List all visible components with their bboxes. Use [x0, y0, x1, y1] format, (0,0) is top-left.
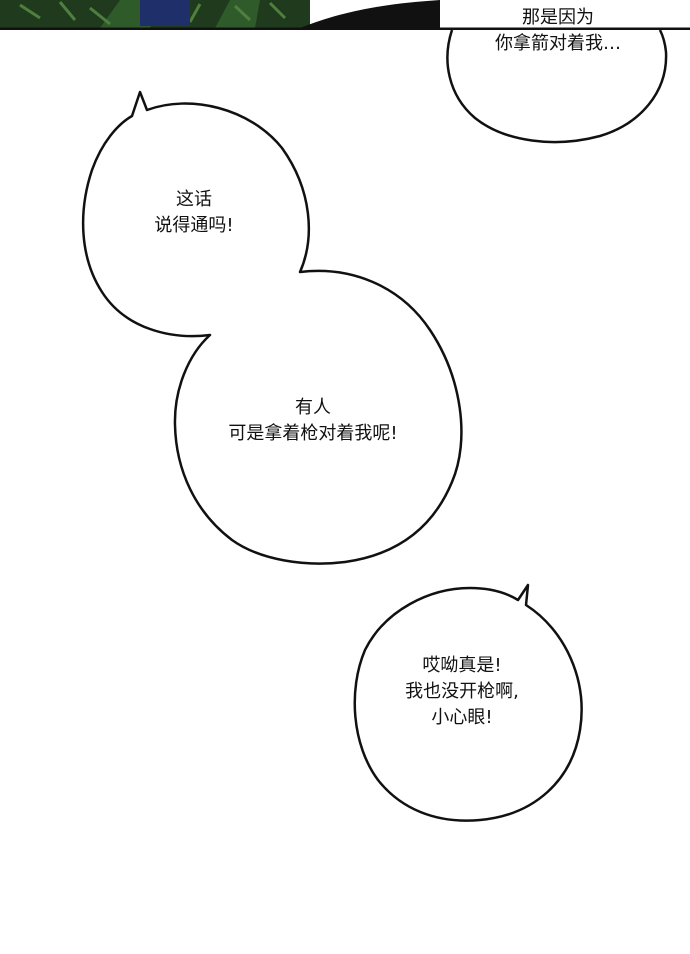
bubble-line: 哎呦真是!: [422, 655, 502, 676]
bubble-line: 你拿箭对着我…: [495, 33, 621, 54]
bubble-line: 小心眼!: [431, 707, 493, 728]
dark-figure-shape: [300, 0, 440, 28]
bubble-text-lower-right: 哎呦真是! 我也没开枪啊, 小心眼!: [405, 653, 519, 731]
previous-panel-strip: [0, 0, 690, 30]
bubble-text-middle: 有人 可是拿着枪对着我呢!: [228, 395, 397, 447]
bubble-lower-right: [353, 583, 583, 822]
bubble-line: 我也没开枪啊,: [405, 681, 519, 702]
blue-cloth: [140, 0, 190, 26]
bubble-text-top-right: 那是因为 你拿箭对着我…: [495, 5, 621, 57]
bubble-line: 这话: [176, 189, 212, 210]
bubble-line: 有人: [295, 397, 331, 418]
bubble-top-right: [446, 29, 668, 144]
bubble-line: 说得通吗!: [154, 215, 234, 236]
bubble-text-upper-left: 这话 说得通吗!: [154, 187, 233, 239]
bubble-upper-left-and-middle: [81, 90, 463, 565]
bubble-line: 可是拿着枪对着我呢!: [228, 423, 398, 444]
grass-highlight: [19, 1, 287, 26]
bubble-line: 那是因为: [522, 7, 594, 28]
